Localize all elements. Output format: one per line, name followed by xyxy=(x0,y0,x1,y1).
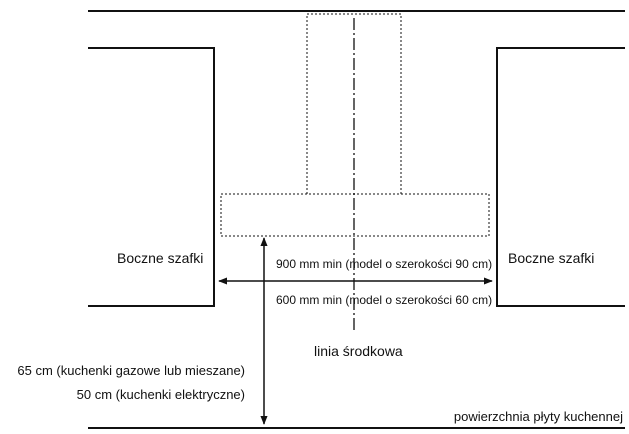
width-60-label: 600 mm min (model o szerokości 60 cm) xyxy=(276,293,493,307)
right-cabinet-outline xyxy=(496,47,625,307)
left-cabinet-outline xyxy=(88,47,215,307)
left-cabinet-label: Boczne szafki xyxy=(117,250,204,266)
height-electric-label: 50 cm (kuchenki elektryczne) xyxy=(76,387,245,402)
right-cabinet-label: Boczne szafki xyxy=(508,250,595,266)
hood-body-outline xyxy=(220,193,490,237)
hob-surface-label: powierzchnia płyty kuchennej xyxy=(453,409,623,424)
height-gas-label: 65 cm (kuchenki gazowe lub mieszane) xyxy=(17,363,245,378)
width-90-label: 900 mm min (model o szerokości 90 cm) xyxy=(276,257,493,271)
centerline-label: linia środkowa xyxy=(314,343,403,359)
